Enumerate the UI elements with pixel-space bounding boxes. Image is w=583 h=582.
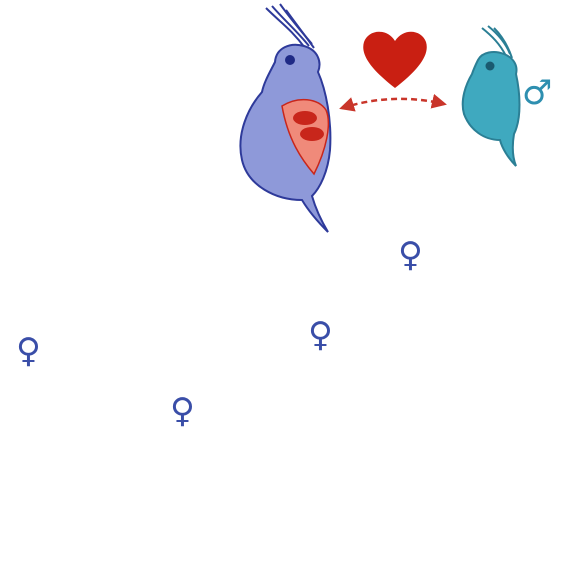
female-symbol-left: ♀ <box>16 334 41 368</box>
female-symbol-middle: ♀ <box>308 318 333 352</box>
male-daphnia <box>463 26 520 166</box>
male-symbol: ♂ <box>522 76 552 110</box>
female-symbol-bottom: ♀ <box>170 394 195 428</box>
female-symbol-right: ♀ <box>398 238 423 272</box>
female-with-resting-eggs <box>240 4 330 232</box>
heart-icon <box>363 32 427 88</box>
mating-double-arrow-icon <box>342 99 444 108</box>
